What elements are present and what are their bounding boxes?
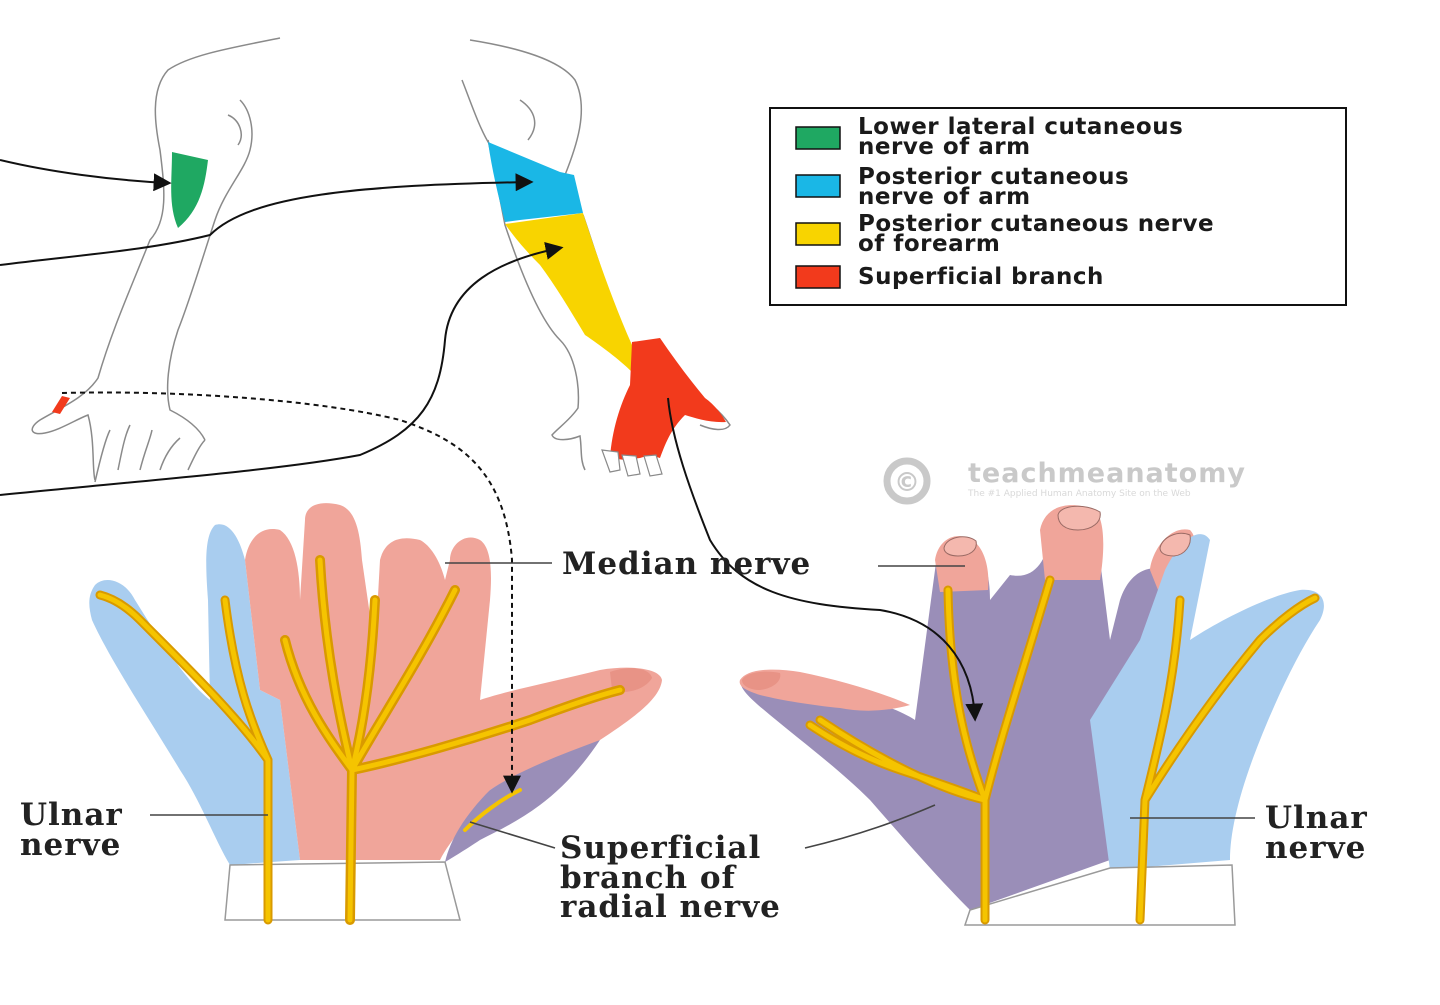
label-ulnar-right-2: nerve [1265, 830, 1366, 866]
right-fingernail-3 [1159, 532, 1191, 557]
right-hand [739, 505, 1324, 926]
label-radial-1: Superficial [560, 830, 761, 866]
arrow-yellow [0, 242, 564, 496]
left-arm-green-region [171, 152, 208, 228]
right-arm-yellow-region [505, 213, 632, 372]
legend-swatch-green [795, 126, 841, 150]
right-radial-nerve [807, 577, 1053, 923]
label-ulnar-left-1: Ulnar [20, 797, 123, 833]
right-hand-median-tips [935, 505, 1196, 595]
leader-lines [150, 562, 1255, 849]
legend-swatch-blue [795, 174, 841, 198]
copyright-icon [883, 457, 931, 505]
left-arm-red-region [52, 396, 70, 414]
left-hand-ulnar-region [89, 524, 300, 865]
watermark-tagline: The #1 Applied Human Anatomy Site on the… [967, 489, 1191, 499]
leader-radial-right [804, 804, 936, 849]
right-hand-median-thumb [739, 669, 910, 711]
copyright-symbol: © [894, 468, 920, 498]
left-hand-radial-region [445, 740, 600, 862]
label-ulnar-right-1: Ulnar [1265, 800, 1368, 836]
legend-item-2-line1: Posterior cutaneous [858, 164, 1129, 190]
legend-swatch-red [795, 265, 841, 289]
label-median-nerve: Median nerve [562, 546, 811, 582]
left-wrist [224, 861, 461, 921]
legend-swatch-yellow [795, 222, 841, 246]
right-ulnar-nerve [1137, 595, 1318, 923]
legend-item-3-line1: Posterior cutaneous nerve [858, 211, 1214, 237]
label-ulnar-left-2: nerve [20, 827, 121, 863]
legend-item-3-line2: of forearm [858, 231, 1000, 257]
right-hand-fingertips [601, 449, 663, 477]
leader-radial-left [469, 821, 556, 849]
arrow-red-solid [667, 397, 984, 722]
legend-box [769, 107, 1347, 306]
arrow-green [0, 159, 172, 192]
label-radial-3: radial nerve [560, 889, 781, 925]
legend-item-1-line1: Lower lateral cutaneous [858, 114, 1183, 140]
right-thumbnail [742, 671, 781, 690]
right-wrist [963, 864, 1236, 926]
legend: Lower lateral cutaneous nerve of arm Pos… [769, 107, 1347, 306]
legend-item-2-line2: nerve of arm [858, 184, 1031, 210]
arrow-blue [0, 173, 534, 266]
legend-item-1-line2: nerve of arm [858, 134, 1031, 160]
right-hand-radial-region [740, 536, 1170, 910]
watermark-brand: teachmeanatomy [968, 458, 1246, 489]
left-arm-outline [31, 37, 281, 483]
right-fingernail-2 [1057, 505, 1101, 531]
label-radial-2: branch of [560, 860, 737, 896]
right-fingernail-1 [943, 536, 977, 557]
left-median-nerve [282, 557, 623, 923]
left-ulnar-nerve [97, 592, 271, 923]
right-arm-blue-region [488, 142, 583, 222]
labels: Median nerve Ulnar nerve Ulnar nerve Sup… [20, 546, 1368, 925]
arrows [0, 159, 984, 794]
watermark: © teachmeanatomy The #1 Applied Human An… [883, 457, 1246, 505]
legend-item-4-line1: Superficial branch [858, 264, 1104, 290]
left-hand [89, 503, 662, 925]
